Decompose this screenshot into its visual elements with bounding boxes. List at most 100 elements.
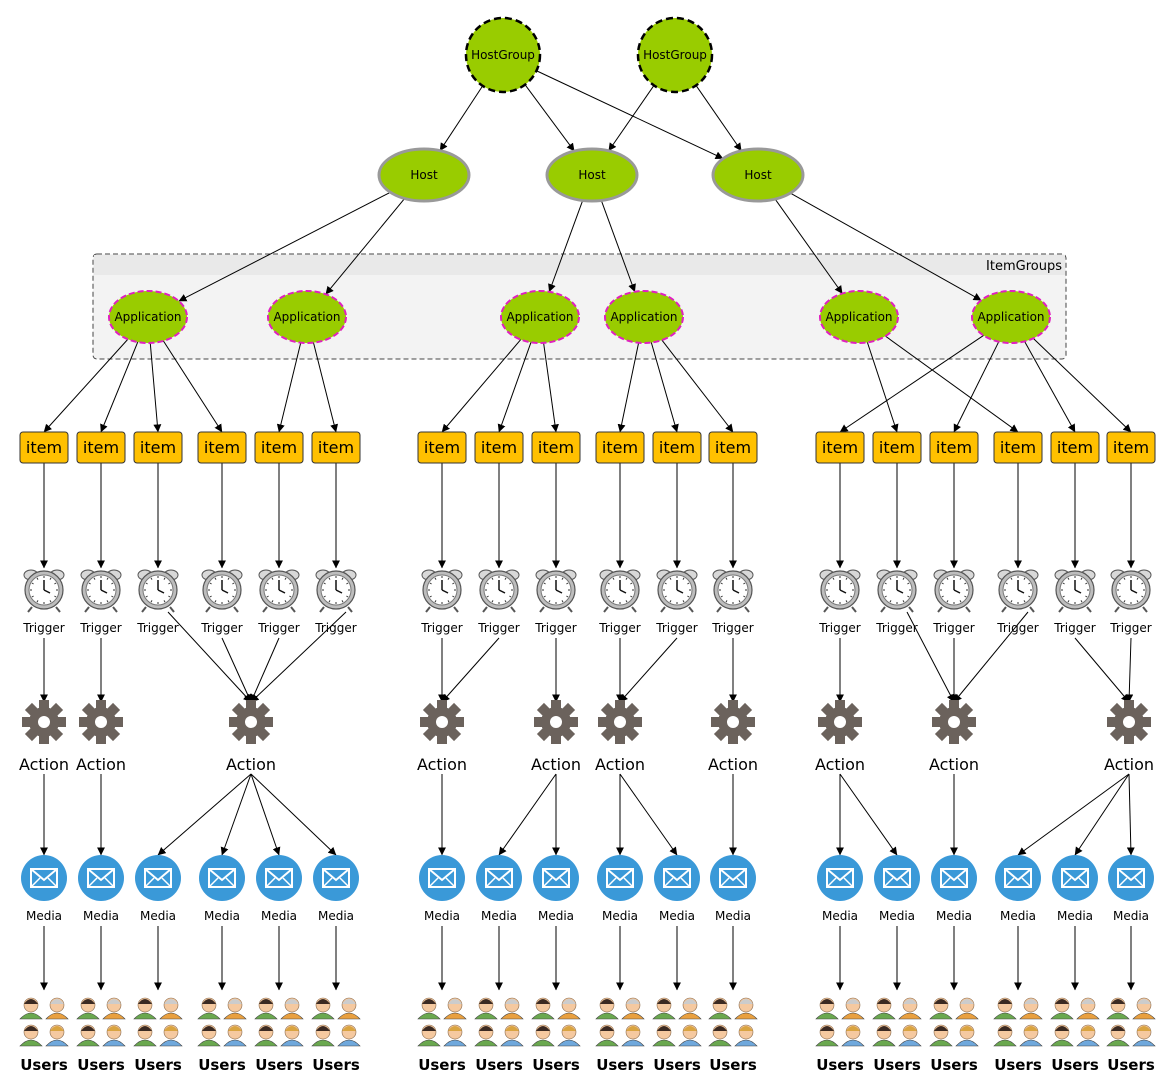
application-node[interactable]: Application bbox=[108, 290, 188, 344]
item-node[interactable]: item bbox=[474, 431, 524, 464]
media-node[interactable]: Media bbox=[710, 855, 756, 923]
trigger-node[interactable]: Trigger bbox=[79, 569, 122, 635]
host-node[interactable]: Host bbox=[711, 147, 805, 203]
media-node[interactable]: Media bbox=[597, 855, 643, 923]
users-node[interactable]: Users bbox=[531, 997, 581, 1074]
trigger-node[interactable]: Trigger bbox=[420, 569, 463, 635]
hostgroup-node[interactable]: HostGroup bbox=[464, 16, 542, 94]
trigger-node[interactable]: Trigger bbox=[22, 569, 65, 635]
users-node[interactable]: Users bbox=[76, 997, 126, 1074]
edge-arrow bbox=[1125, 637, 1134, 703]
action-node[interactable]: Action bbox=[708, 700, 758, 774]
item-node[interactable]: item bbox=[1106, 431, 1156, 464]
users-node[interactable]: Users bbox=[133, 997, 183, 1074]
users-node[interactable]: Users bbox=[1050, 997, 1100, 1074]
trigger-node[interactable]: Trigger bbox=[477, 569, 520, 635]
item-label: item bbox=[1113, 438, 1149, 457]
media-node[interactable]: Media bbox=[1052, 855, 1098, 923]
action-node[interactable]: Action bbox=[76, 700, 126, 774]
media-node[interactable]: Media bbox=[533, 855, 579, 923]
item-node[interactable]: item bbox=[652, 431, 702, 464]
application-node[interactable]: Application bbox=[971, 290, 1051, 344]
trigger-node[interactable]: Trigger bbox=[534, 569, 577, 635]
trigger-node[interactable]: Trigger bbox=[136, 569, 179, 635]
action-node[interactable]: Action bbox=[226, 700, 276, 774]
users-node[interactable]: Users bbox=[652, 997, 702, 1074]
item-node[interactable]: item bbox=[872, 431, 922, 464]
application-node[interactable]: Application bbox=[500, 290, 580, 344]
users-node[interactable]: Users bbox=[993, 997, 1043, 1074]
media-node[interactable]: Media bbox=[995, 855, 1041, 923]
application-node[interactable]: Application bbox=[267, 290, 347, 344]
trigger-node[interactable]: Trigger bbox=[996, 569, 1039, 635]
item-node[interactable]: item bbox=[929, 431, 979, 464]
item-node[interactable]: item bbox=[708, 431, 758, 464]
item-node[interactable]: item bbox=[197, 431, 247, 464]
media-node[interactable]: Media bbox=[313, 855, 359, 923]
item-node[interactable]: item bbox=[993, 431, 1043, 464]
users-node[interactable]: Users bbox=[708, 997, 758, 1074]
action-node[interactable]: Action bbox=[1104, 700, 1154, 774]
trigger-node[interactable]: Trigger bbox=[598, 569, 641, 635]
media-node[interactable]: Media bbox=[874, 855, 920, 923]
users-node[interactable]: Users bbox=[595, 997, 645, 1074]
item-node[interactable]: item bbox=[311, 431, 361, 464]
action-node[interactable]: Action bbox=[595, 700, 645, 774]
item-node[interactable]: item bbox=[19, 431, 69, 464]
item-node[interactable]: item bbox=[531, 431, 581, 464]
media-node[interactable]: Media bbox=[817, 855, 863, 923]
users-node[interactable]: Users bbox=[254, 997, 304, 1074]
users-label: Users bbox=[1051, 1056, 1099, 1074]
media-node[interactable]: Media bbox=[256, 855, 302, 923]
media-node[interactable]: Media bbox=[199, 855, 245, 923]
users-group-icon bbox=[531, 997, 581, 1047]
trigger-node[interactable]: Trigger bbox=[875, 569, 918, 635]
item-node[interactable]: item bbox=[595, 431, 645, 464]
trigger-node[interactable]: Trigger bbox=[711, 569, 754, 635]
trigger-node[interactable]: Trigger bbox=[1053, 569, 1096, 635]
trigger-node[interactable]: Trigger bbox=[1109, 569, 1152, 635]
action-node[interactable]: Action bbox=[417, 700, 467, 774]
application-node[interactable]: Application bbox=[604, 290, 684, 344]
trigger-node[interactable]: Trigger bbox=[257, 569, 300, 635]
trigger-node[interactable]: Trigger bbox=[932, 569, 975, 635]
users-node[interactable]: Users bbox=[19, 997, 69, 1074]
media-node[interactable]: Media bbox=[135, 855, 181, 923]
users-node[interactable]: Users bbox=[929, 997, 979, 1074]
action-node[interactable]: Action bbox=[929, 700, 979, 774]
item-node[interactable]: item bbox=[133, 431, 183, 464]
item-box bbox=[417, 431, 467, 464]
media-node[interactable]: Media bbox=[654, 855, 700, 923]
item-node[interactable]: item bbox=[417, 431, 467, 464]
trigger-node[interactable]: Trigger bbox=[818, 569, 861, 635]
trigger-label: Trigger bbox=[477, 621, 519, 635]
trigger-node[interactable]: Trigger bbox=[200, 569, 243, 635]
action-node[interactable]: Action bbox=[19, 700, 69, 774]
action-node[interactable]: Action bbox=[815, 700, 865, 774]
item-node[interactable]: item bbox=[1050, 431, 1100, 464]
trigger-node[interactable]: Trigger bbox=[655, 569, 698, 635]
media-node[interactable]: Media bbox=[419, 855, 465, 923]
edge-arrow bbox=[441, 339, 522, 433]
media-node[interactable]: Media bbox=[21, 855, 67, 923]
item-node[interactable]: item bbox=[254, 431, 304, 464]
host-node[interactable]: Host bbox=[545, 147, 639, 203]
users-node[interactable]: Users bbox=[872, 997, 922, 1074]
users-node[interactable]: Users bbox=[1106, 997, 1156, 1074]
media-node[interactable]: Media bbox=[1108, 855, 1154, 923]
users-node[interactable]: Users bbox=[197, 997, 247, 1074]
action-node[interactable]: Action bbox=[531, 700, 581, 774]
trigger-node[interactable]: Trigger bbox=[314, 569, 357, 635]
host-node[interactable]: Host bbox=[377, 147, 471, 203]
media-node[interactable]: Media bbox=[476, 855, 522, 923]
application-node[interactable]: Application bbox=[819, 290, 899, 344]
users-node[interactable]: Users bbox=[417, 997, 467, 1074]
users-node[interactable]: Users bbox=[311, 997, 361, 1074]
media-node[interactable]: Media bbox=[78, 855, 124, 923]
item-node[interactable]: item bbox=[76, 431, 126, 464]
item-node[interactable]: item bbox=[815, 431, 865, 464]
media-node[interactable]: Media bbox=[931, 855, 977, 923]
users-node[interactable]: Users bbox=[815, 997, 865, 1074]
users-node[interactable]: Users bbox=[474, 997, 524, 1074]
hostgroup-node[interactable]: HostGroup bbox=[636, 16, 714, 94]
